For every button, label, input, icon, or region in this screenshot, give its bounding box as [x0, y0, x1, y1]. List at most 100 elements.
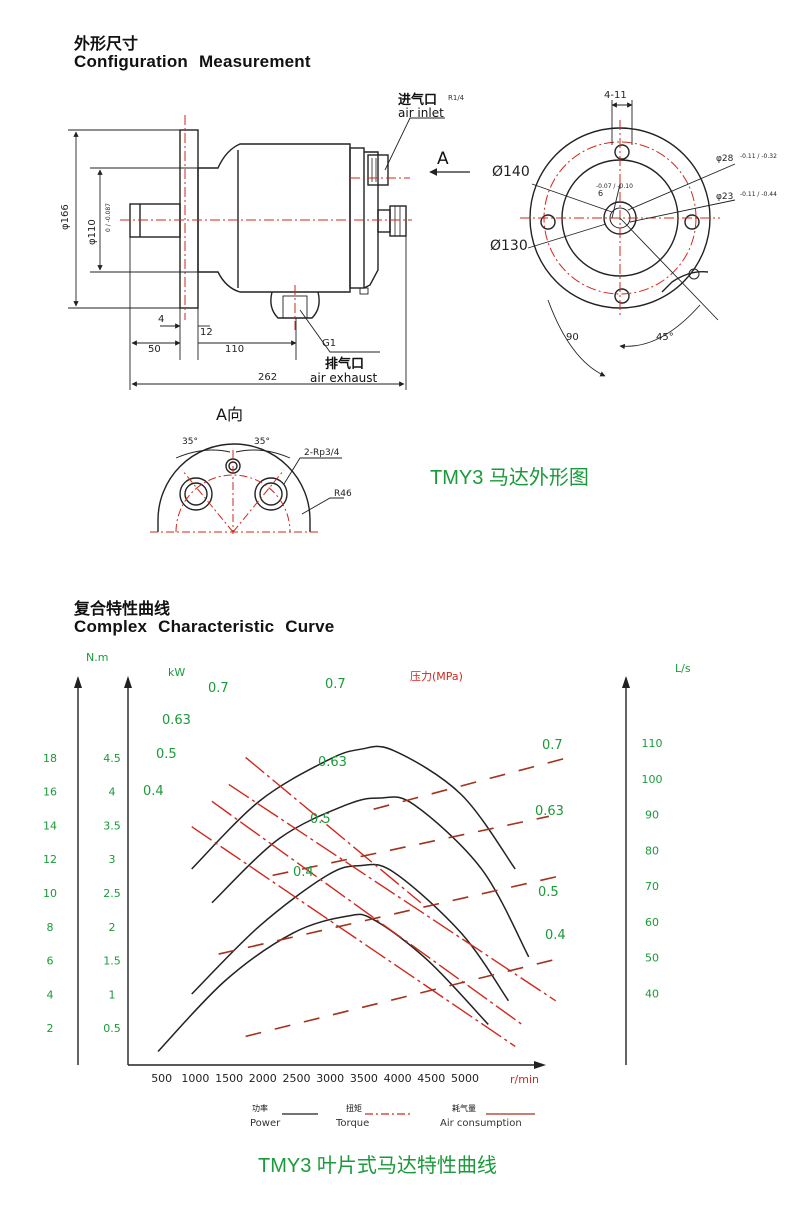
legend-power-en: Power — [250, 1118, 281, 1129]
air-axis-label: L/s — [675, 662, 691, 675]
torque-tick-label: 14 — [43, 819, 57, 832]
port-labels: 进气口 R1/4 air inlet 排气口 air exhaust A — [310, 92, 465, 385]
air-exhaust-cn: 排气口 — [325, 356, 364, 372]
power-tick-label: 4 — [109, 786, 116, 799]
side-dims — [68, 117, 470, 390]
view-a-letter: A — [437, 149, 449, 169]
torque-axis-arrow — [74, 676, 82, 688]
hole-right — [684, 214, 700, 230]
flange-notch — [661, 271, 709, 293]
flange-outline — [179, 129, 199, 309]
view-a-outline — [157, 443, 311, 532]
legend-air-cn: 耗气量 — [452, 1103, 476, 1113]
power-tick-label: 3.5 — [103, 819, 121, 832]
air-exhaust-en: air exhaust — [310, 371, 378, 385]
dim-110-len: 110 — [225, 344, 244, 355]
x-tick-label: 1000 — [181, 1072, 209, 1085]
dim-35-right: 35° — [254, 437, 270, 447]
x-tick-label: 3500 — [350, 1072, 378, 1085]
leader-28 — [627, 163, 736, 211]
dim-90-arc — [547, 299, 606, 377]
torque-tick-label: 10 — [43, 887, 57, 900]
view-a-title: A向 — [216, 405, 243, 424]
power-pressure-label: 0.4 — [293, 865, 314, 880]
x-tick-label: 4000 — [384, 1072, 412, 1085]
power-axis-arrow — [124, 676, 132, 688]
torque-tick-label: 12 — [43, 853, 57, 866]
air-pressure-label: 0.4 — [545, 928, 566, 943]
port-left-inner — [184, 482, 208, 506]
air-pressure-label: 0.7 — [542, 738, 563, 753]
torque-tick-label: 6 — [47, 955, 54, 968]
power-tick-label: 2 — [109, 921, 116, 934]
torque-tick-label: 8 — [47, 921, 54, 934]
torque-tick-label: 4 — [47, 988, 54, 1001]
legend-power-cn: 功率 — [252, 1103, 268, 1113]
x-axis-arrow — [534, 1061, 546, 1069]
x-tick-label: 2000 — [249, 1072, 277, 1085]
power-tick-label: 1.5 — [103, 955, 121, 968]
section1-title-cn: 外形尺寸 — [74, 34, 139, 53]
power-axis-label: kW — [168, 666, 185, 679]
dim-23-tol: -0.11 / -0.44 — [740, 191, 777, 198]
ext-45 — [619, 217, 719, 321]
torque-axis-label: N.m — [86, 651, 108, 664]
dim-110: φ110 — [87, 219, 98, 245]
dim-35-left-arc — [175, 449, 231, 459]
torque-tick-label: 18 — [43, 752, 57, 765]
x-tick-label: 3000 — [316, 1072, 344, 1085]
air-tick-label: 40 — [645, 987, 659, 1000]
air-pressure-label: 0.5 — [538, 885, 559, 900]
dim-35-right-arc — [235, 449, 291, 459]
air-tick-label: 90 — [645, 809, 659, 822]
air-tick-label: 100 — [642, 773, 663, 786]
legend-torque-en: Torque — [335, 1118, 369, 1129]
notch-hole — [688, 268, 700, 280]
legend-air-en: Air consumption — [440, 1118, 522, 1129]
power-pressure-label: 0.7 — [325, 677, 346, 692]
dim-12: 12 — [200, 327, 213, 338]
dim-50: 50 — [148, 344, 161, 355]
dim-90: 90 — [566, 332, 579, 343]
rear-cover-outline — [363, 151, 379, 289]
power-pressure-label: 0.63 — [318, 755, 347, 770]
power-curve-0.7 — [191, 745, 516, 870]
dim-110-tol: 0 / -0.087 — [105, 203, 112, 232]
power-curve-0.63 — [211, 796, 530, 958]
side-centerlines — [120, 115, 412, 330]
air-inlet-en: air inlet — [398, 106, 444, 120]
air-tick-label: 60 — [645, 916, 659, 929]
exhaust-leader — [299, 309, 380, 353]
dim-rp: 2-Rp3/4 — [304, 448, 340, 458]
dim-6-tol: -0.07 / -0.10 — [596, 183, 633, 190]
torque-tick-label: 16 — [43, 786, 57, 799]
torque-line-0.7 — [245, 756, 422, 904]
chart-caption: TMY3 叶片式马达特性曲线 — [258, 1155, 497, 1177]
dim-6: 6 — [598, 189, 603, 198]
torque-line-0.63 — [228, 783, 557, 1002]
dim-35-left: 35° — [182, 437, 198, 447]
view-a: A向 35° 35° 2-Rp3/4 R46 — [150, 405, 352, 534]
side-dim-texts: φ166 φ110 0 / -0.087 4 12 50 110 262 G1 — [60, 203, 336, 383]
leader-130 — [527, 223, 607, 249]
pressure-label: 压力(MPa) — [410, 670, 463, 683]
air-tick-label: 50 — [645, 952, 659, 965]
view-a-ray-left — [181, 469, 234, 533]
housing-outline — [197, 143, 351, 293]
section1-title-en: Configuration Measurement — [74, 52, 311, 71]
hole-bottom — [614, 288, 630, 304]
leader-6 — [611, 183, 621, 219]
torque-pressure-label: 0.5 — [156, 747, 177, 762]
power-tick-label: 0.5 — [103, 1022, 121, 1035]
air-inlet-thread: R1/4 — [448, 94, 465, 102]
chart-legend: 功率 Power 扭矩 Torque 耗气量 Air consumption — [250, 1103, 535, 1129]
front-view: 4-11 Ø140 Ø130 φ28 -0.11 / -0.32 φ23 -0.… — [490, 90, 777, 377]
power-tick-label: 1 — [109, 988, 116, 1001]
section2-title-en: Complex Characteristic Curve — [74, 617, 335, 636]
small-plug — [359, 287, 369, 295]
dim-g1: G1 — [322, 338, 336, 349]
legend-torque-cn: 扭矩 — [346, 1103, 362, 1113]
torque-pressure-label: 0.7 — [208, 681, 229, 696]
power-tick-label: 3 — [109, 853, 116, 866]
